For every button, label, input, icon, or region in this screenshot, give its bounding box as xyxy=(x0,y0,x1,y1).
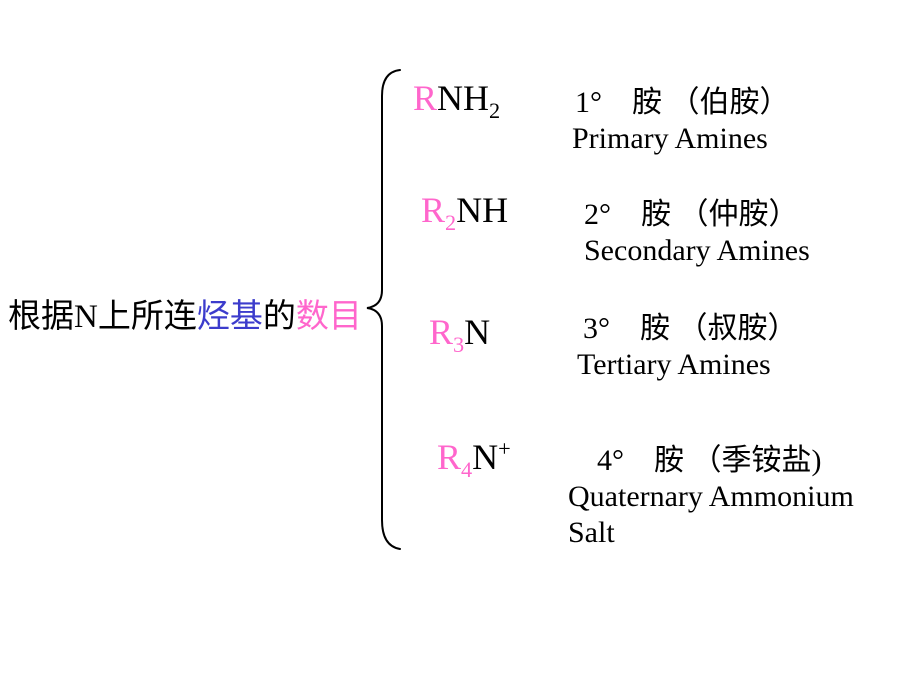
classification-basis-text: 根据N上所连烃基的数目 xyxy=(8,298,362,338)
intro-text-hydrocarbyl-highlight: 烃基 xyxy=(196,299,263,335)
label-primary-amine: 1° 胺 （伯胺） Primary Amines xyxy=(572,85,790,157)
label-secondary-amine: 2° 胺 （仲胺） Secondary Amines xyxy=(584,197,810,269)
label-cn-secondary: 2° 胺 （仲胺） xyxy=(584,198,799,231)
formula-rest: N xyxy=(464,312,491,352)
formula-rest: NH xyxy=(437,78,490,118)
formula-r-group: R xyxy=(429,312,454,352)
formula-r-subscript: 2 xyxy=(445,210,457,236)
formula-rest: N xyxy=(472,437,499,477)
label-tertiary-amine: 3° 胺 （叔胺） Tertiary Amines xyxy=(577,311,798,383)
intro-text-number-highlight: 数目 xyxy=(295,299,362,335)
label-en-secondary: Secondary Amines xyxy=(584,234,810,267)
label-cn-tertiary: 3° 胺 （叔胺） xyxy=(583,312,798,345)
label-cn-quaternary: 4° 胺 （季铵盐) xyxy=(597,444,822,477)
formula-secondary-amine: R2NH xyxy=(421,190,509,234)
label-en-primary: Primary Amines xyxy=(572,122,768,155)
label-cn-primary: 1° 胺 （伯胺） xyxy=(575,86,790,119)
formula-quaternary-ammonium: R4N+ xyxy=(437,436,511,481)
formula-r-group: R xyxy=(437,437,462,477)
formula-r-subscript: 4 xyxy=(461,457,473,483)
formula-r-group: R xyxy=(413,78,438,118)
formula-r-group: R xyxy=(421,190,446,230)
formula-charge: + xyxy=(498,436,511,461)
formula-primary-amine: RNH2 xyxy=(413,78,500,122)
formula-rest: NH xyxy=(456,190,509,230)
left-curly-brace xyxy=(366,69,401,550)
formula-r-subscript: 3 xyxy=(453,332,465,358)
formula-rest-subscript: 2 xyxy=(489,98,501,124)
intro-text-de: 的 xyxy=(262,299,296,335)
label-en-quaternary: Quaternary Ammonium Salt xyxy=(568,480,854,549)
intro-text-prefix: 根据N上所连 xyxy=(8,299,197,335)
formula-tertiary-amine: R3N xyxy=(429,312,491,356)
label-en-tertiary: Tertiary Amines xyxy=(577,348,771,381)
label-quaternary-ammonium: 4° 胺 （季铵盐) Quaternary Ammonium Salt xyxy=(568,443,888,551)
